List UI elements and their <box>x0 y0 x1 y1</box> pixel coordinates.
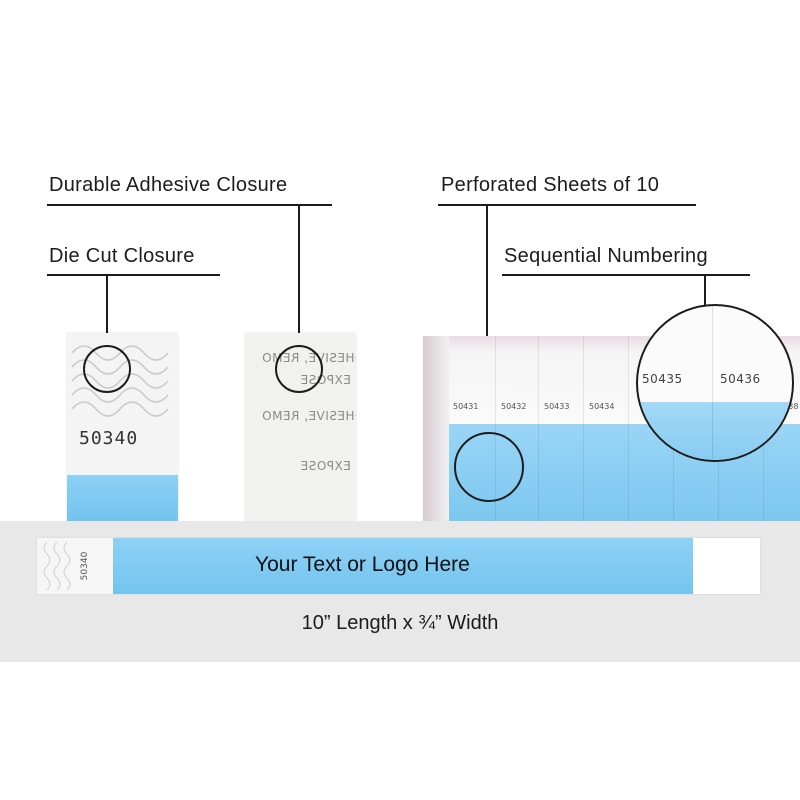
perforation-line <box>495 336 496 522</box>
durable-adhesive-underline <box>47 204 332 206</box>
strip-blue-section <box>67 475 178 521</box>
sheet-number: 50431 <box>453 402 479 411</box>
perforated-callout-circle <box>454 432 524 502</box>
strip-serial-number: 50340 <box>79 428 139 449</box>
die-cut-underline <box>47 274 220 276</box>
adhesive-line-3: ADHESIVE, REMO <box>261 409 356 423</box>
full-wristband: 50340 Your Text or Logo Here <box>37 538 760 594</box>
die-cut-callout-circle <box>83 345 131 393</box>
die-cut-pointer <box>106 274 108 346</box>
zoom-number-1: 50435 <box>642 372 683 386</box>
zoom-perforation <box>712 306 713 460</box>
wristband-blue-section <box>113 538 693 594</box>
sheet-number: 50434 <box>589 402 615 411</box>
perforation-line <box>628 336 629 522</box>
sheet-number: 50432 <box>501 402 527 411</box>
sequential-pointer <box>704 274 706 306</box>
adhesive-line-4: TO EXPOSE <box>300 459 356 473</box>
perforation-line <box>538 336 539 522</box>
wristband-custom-text: Your Text or Logo Here <box>255 553 470 576</box>
durable-adhesive-pointer <box>298 204 300 346</box>
sheet-edge <box>423 336 449 522</box>
zoom-blue-section <box>638 402 792 460</box>
perforated-pointer <box>486 204 488 434</box>
sequential-zoom-circle: 50435 50436 <box>636 304 794 462</box>
wristband-tab: 50340 <box>37 538 113 594</box>
die-cut-label: Die Cut Closure <box>49 245 195 267</box>
zoom-number-2: 50436 <box>720 372 761 386</box>
durable-adhesive-label: Durable Adhesive Closure <box>49 174 288 196</box>
perforated-label: Perforated Sheets of 10 <box>441 174 660 196</box>
adhesive-callout-circle <box>275 345 323 393</box>
perforated-underline <box>438 204 696 206</box>
sequential-label: Sequential Numbering <box>504 245 708 267</box>
dimension-caption: 10” Length x ¾” Width <box>301 612 499 634</box>
bottom-white-area <box>0 662 800 800</box>
sequential-underline <box>502 274 750 276</box>
perforation-line <box>583 336 584 522</box>
sheet-number: 50433 <box>544 402 570 411</box>
wave-pattern-icon <box>43 541 71 591</box>
wristband-serial-number: 50340 <box>80 551 90 581</box>
